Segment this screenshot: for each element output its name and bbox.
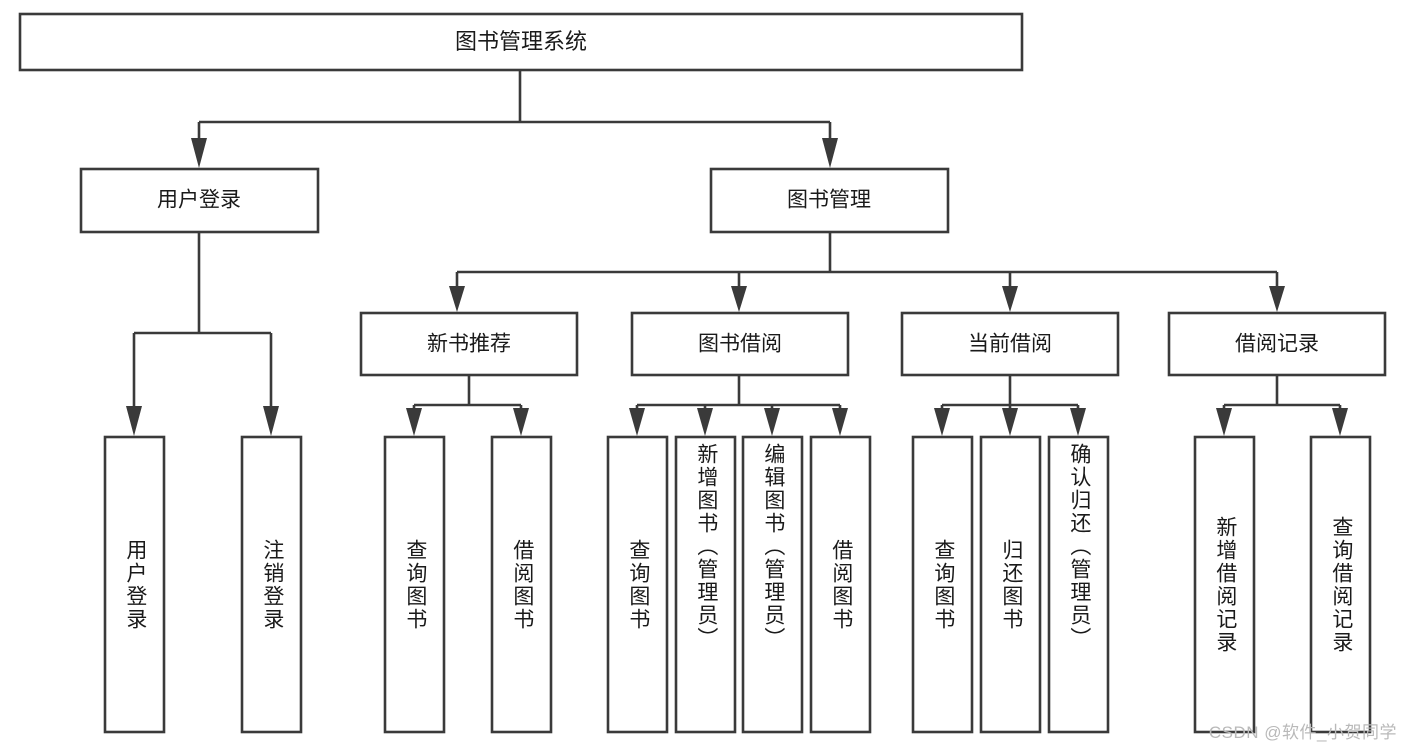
leaf-add-record-box[interactable]: [1193, 435, 1256, 734]
node-user-login-label: 用户登录: [157, 189, 241, 212]
leaf-query-record-box[interactable]: [1309, 435, 1372, 734]
node-new-book-rec-label: 新书推荐: [427, 333, 511, 356]
node-new-book-rec-box[interactable]: [359, 311, 579, 377]
arrow-leaf-user-login-icon: [126, 406, 142, 436]
connectors-bookmanage-to-level3: [449, 232, 1285, 312]
node-book-manage-label: 图书管理: [787, 189, 871, 212]
arrow-to-current-borrow-icon: [1002, 286, 1018, 312]
connectors-borrowrecord-to-leaves: [1216, 375, 1348, 436]
arrow-leaf-return-book-icon: [1002, 408, 1018, 436]
connectors-userlogin-to-leaves: [126, 232, 279, 436]
leaf-add-book-box[interactable]: [674, 435, 737, 734]
arrow-to-book-manage-icon: [822, 138, 838, 168]
arrow-to-borrow-record-icon: [1269, 286, 1285, 312]
node-current-borrow-box[interactable]: [900, 311, 1120, 377]
arrow-leaf-query-book-1-icon: [406, 408, 422, 436]
arrow-leaf-confirm-return-icon: [1070, 408, 1086, 436]
arrow-leaf-borrow-book-2-icon: [832, 408, 848, 436]
leaf-return-book-box[interactable]: [979, 435, 1042, 734]
node-book-borrow-box[interactable]: [630, 311, 850, 377]
leaf-logout-box[interactable]: [240, 435, 303, 734]
leaf-query-book-1-box[interactable]: [383, 435, 446, 734]
arrow-leaf-query-record-icon: [1332, 408, 1348, 436]
arrow-leaf-add-record-icon: [1216, 408, 1232, 436]
connectors-currentborrow-to-leaves: [934, 375, 1086, 436]
leaf-edit-book-box[interactable]: [741, 435, 804, 734]
node-borrow-record-box[interactable]: [1167, 311, 1387, 377]
leaf-borrow-book-2-box[interactable]: [809, 435, 872, 734]
csdn-watermark: CSDN @软件_小贺同学: [1208, 723, 1397, 742]
leaf-query-book-3-box[interactable]: [911, 435, 974, 734]
arrow-leaf-borrow-book-1-icon: [513, 408, 529, 436]
connectors-root-to-level2: [191, 70, 838, 168]
node-book-borrow-label: 图书借阅: [698, 333, 782, 356]
node-current-borrow-label: 当前借阅: [968, 333, 1052, 356]
arrow-to-new-book-rec-icon: [449, 286, 465, 312]
node-borrow-record-label: 借阅记录: [1235, 333, 1319, 356]
node-root-box[interactable]: [18, 12, 1024, 72]
arrow-leaf-logout-icon: [263, 406, 279, 436]
node-book-manage-box[interactable]: [709, 167, 950, 234]
connectors-newbookrec-to-leaves: [406, 375, 529, 436]
leaf-query-book-2-box[interactable]: [606, 435, 669, 734]
node-user-login-box[interactable]: [79, 167, 320, 234]
arrow-leaf-edit-book-icon: [764, 408, 780, 436]
leaf-confirm-return-box[interactable]: [1047, 435, 1110, 734]
arrow-leaf-query-book-2-icon: [629, 408, 645, 436]
arrow-leaf-query-book-3-icon: [934, 408, 950, 436]
arrow-to-book-borrow-icon: [731, 286, 747, 312]
leaf-user-login-box[interactable]: [103, 435, 166, 734]
leaf-borrow-book-1-box[interactable]: [490, 435, 553, 734]
arrow-leaf-add-book-icon: [697, 408, 713, 436]
connectors-bookborrow-to-leaves: [629, 375, 848, 436]
arrow-to-user-login-icon: [191, 138, 207, 168]
node-root-label: 图书管理系统: [455, 29, 587, 54]
